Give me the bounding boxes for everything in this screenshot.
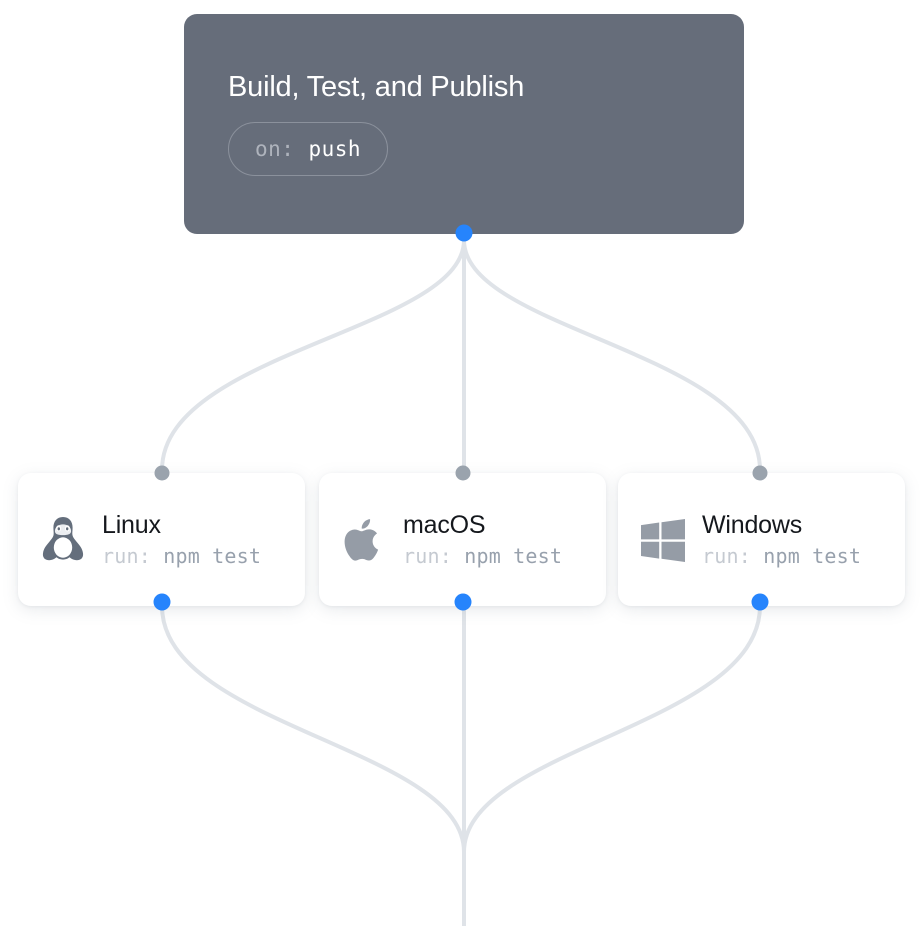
job-run-key: run: <box>102 544 151 569</box>
job-title-macos: macOS <box>403 510 486 539</box>
job-run-value: npm test <box>763 544 862 569</box>
macos-target-handle[interactable] <box>455 465 471 481</box>
edge-windows-to-publish <box>462 604 762 854</box>
windows-source-handle[interactable] <box>751 593 769 611</box>
job-text-windows: Windows run: npm test <box>702 511 861 569</box>
trigger-title: Build, Test, and Publish <box>228 71 525 103</box>
job-title-linux: Linux <box>102 510 161 539</box>
trigger-event-badge: on: push <box>228 121 389 176</box>
job-title-windows: Windows <box>702 510 803 539</box>
job-run-value: npm test <box>163 544 262 569</box>
linux-source-handle[interactable] <box>153 593 171 611</box>
macos-source-handle[interactable] <box>454 593 472 611</box>
trigger-node[interactable]: Build, Test, and Publish on: push <box>184 14 744 234</box>
trigger-source-handle[interactable] <box>455 224 473 242</box>
windows-target-handle[interactable] <box>752 465 768 481</box>
edge-trigger-to-windows <box>462 238 762 472</box>
job-run-macos: run: npm test <box>403 544 562 568</box>
job-node-macos[interactable]: macOS run: npm test <box>319 473 606 606</box>
linux-target-handle[interactable] <box>154 465 170 481</box>
apple-logo-icon <box>341 515 387 565</box>
job-node-linux[interactable]: Linux run: npm test <box>18 473 305 606</box>
job-run-windows: run: npm test <box>702 544 861 568</box>
trigger-event-value: push <box>308 136 362 161</box>
windows-logo-icon <box>640 515 686 565</box>
edge-trigger-to-linux <box>160 238 466 472</box>
job-text-linux: Linux run: npm test <box>102 511 261 569</box>
job-run-linux: run: npm test <box>102 544 261 568</box>
edge-linux-to-publish <box>160 604 466 854</box>
job-run-key: run: <box>403 544 452 569</box>
job-run-value: npm test <box>464 544 563 569</box>
job-node-windows[interactable]: Windows run: npm test <box>618 473 905 606</box>
trigger-event-key: on: <box>255 136 295 161</box>
job-text-macos: macOS run: npm test <box>403 511 562 569</box>
linux-penguin-icon <box>40 515 86 565</box>
job-run-key: run: <box>702 544 751 569</box>
